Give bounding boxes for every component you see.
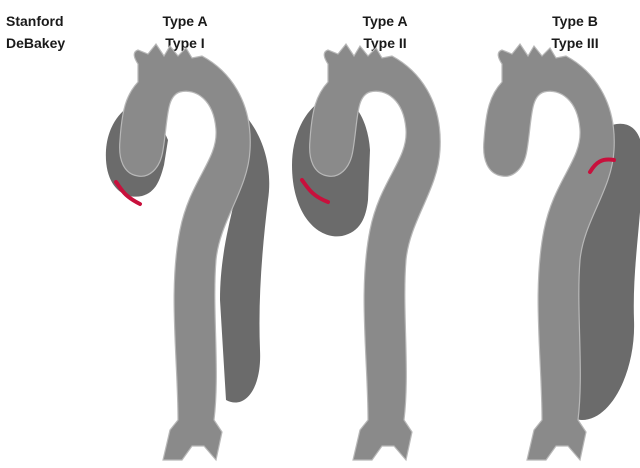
type-1-aorta [106,44,269,460]
type-2-aorta [292,44,440,460]
type-3-aorta [484,44,640,460]
